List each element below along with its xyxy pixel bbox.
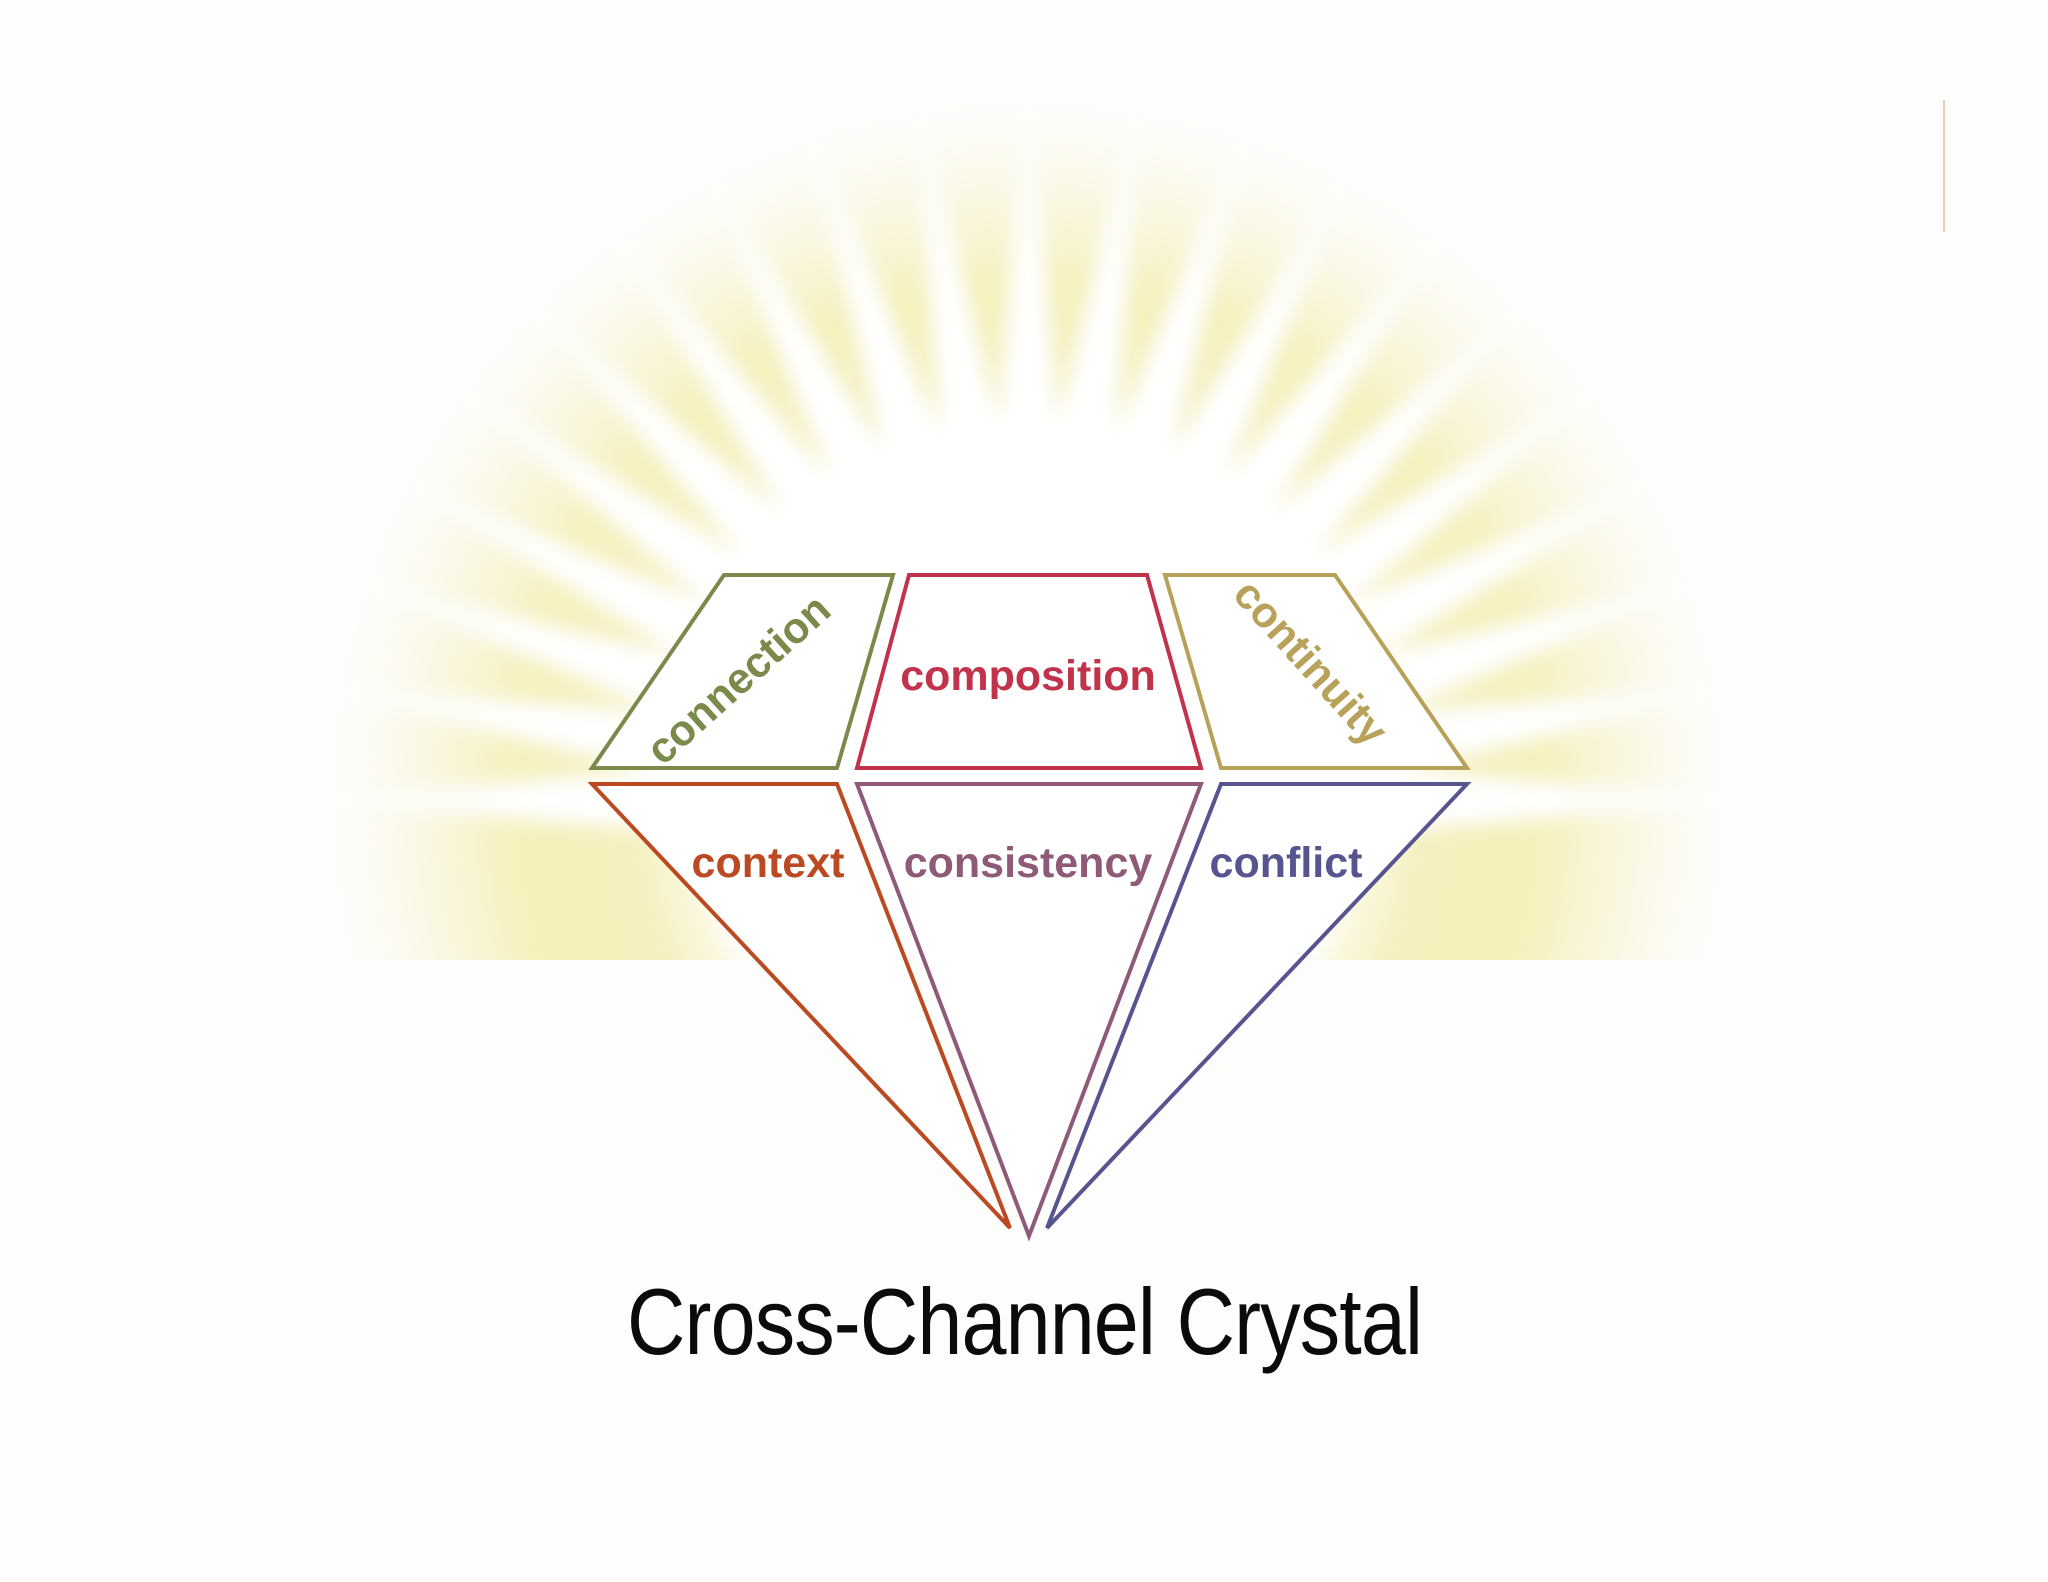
facet-context: context xyxy=(587,782,1012,1230)
continuity-facet-outline xyxy=(1162,573,1471,770)
edge-divider-mark xyxy=(1943,100,1945,232)
connection-facet-outline xyxy=(588,573,896,770)
context-facet-outline xyxy=(587,782,1012,1230)
conflict-label: conflict xyxy=(1210,839,1363,887)
context-label: context xyxy=(692,839,845,887)
diagram-title: Cross-Channel Crystal xyxy=(627,1269,1423,1374)
facet-consistency: consistency xyxy=(854,782,1204,1242)
composition-label: composition xyxy=(900,652,1156,700)
consistency-facet-outline xyxy=(854,782,1204,1242)
composition-facet-outline xyxy=(854,573,1204,770)
facet-continuity: continuity xyxy=(1162,570,1471,770)
conflict-facet-outline xyxy=(1045,782,1472,1230)
facet-composition: composition xyxy=(854,573,1204,770)
consistency-label: consistency xyxy=(904,839,1153,887)
facet-conflict: conflict xyxy=(1045,782,1472,1230)
